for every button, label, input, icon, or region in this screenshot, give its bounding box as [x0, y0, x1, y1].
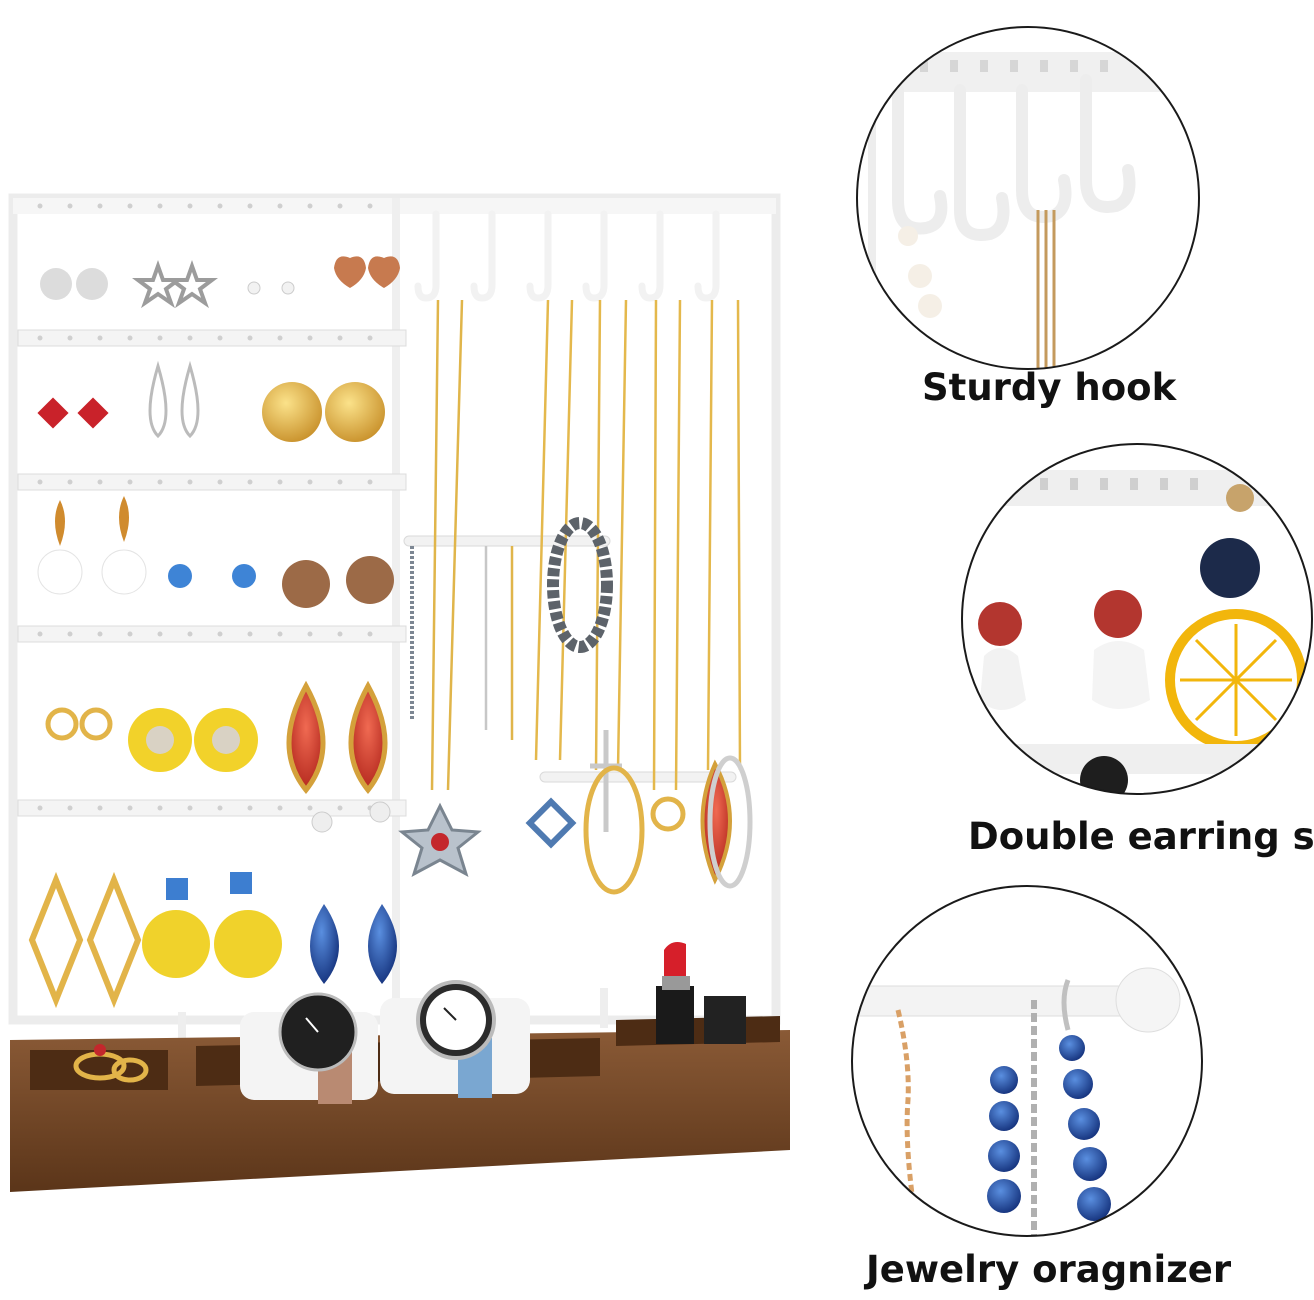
ring-icon [73, 1044, 149, 1083]
caption-sturdy-hook: Sturdy hook [922, 366, 1177, 409]
watch-icon [240, 980, 530, 1104]
earring-icon [40, 256, 400, 309]
callout-earring-slot-circle [961, 443, 1313, 795]
caption-jewelry-organizer: Jewelry oragnizer [866, 1248, 1232, 1291]
caption-double-earring-slot: Double earring slot [968, 815, 1314, 858]
callout-hook-circle [856, 26, 1200, 370]
lipstick-icon [656, 942, 746, 1044]
callout-organizer-circle [851, 885, 1203, 1237]
necklace-icon [410, 299, 742, 791]
